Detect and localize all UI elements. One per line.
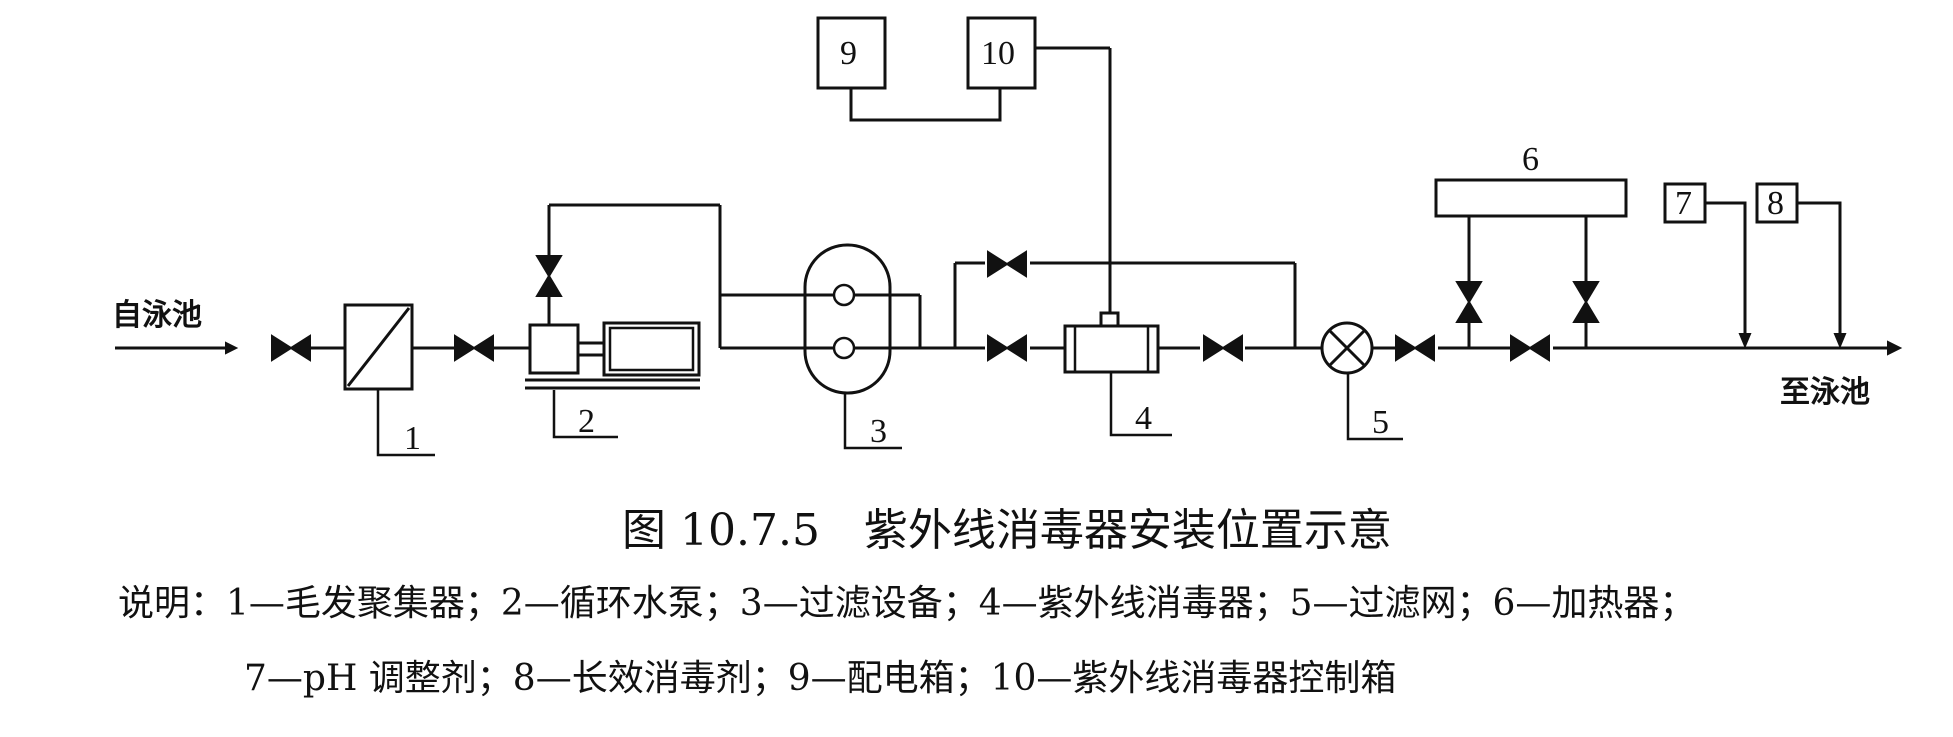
valve-uv-outlet-icon xyxy=(1203,334,1243,362)
uv-control-box: 10 xyxy=(966,16,1110,90)
valve-uv-inlet-icon xyxy=(987,334,1027,362)
valve-heater-out-icon xyxy=(1572,281,1600,323)
label-3: 3 xyxy=(870,413,887,450)
heater: 6 xyxy=(1434,141,1628,348)
valve-after-collector-icon xyxy=(454,334,494,362)
ph-dosing-box: 7 xyxy=(1663,182,1752,349)
label-2: 2 xyxy=(578,403,595,440)
label-6: 6 xyxy=(1522,141,1539,178)
valve-bypass-top-icon xyxy=(987,250,1027,278)
label-7: 7 xyxy=(1675,185,1692,222)
circulation-pump: 2 xyxy=(525,203,722,440)
label-8: 8 xyxy=(1767,185,1784,222)
valve-pump-bypass-icon xyxy=(535,255,563,297)
label-5: 5 xyxy=(1372,404,1389,441)
label-4: 4 xyxy=(1135,400,1152,437)
uv-sterilizer: 4 xyxy=(1063,48,1172,437)
hair-collector: 1 xyxy=(343,303,435,457)
figure-caption: 图 10.7.5 紫外线消毒器安装位置示意 xyxy=(622,505,1392,556)
inlet-arrow-icon xyxy=(225,341,239,355)
outlet-label: 至泳池 xyxy=(1780,375,1870,410)
power-distribution-box: 9 xyxy=(816,16,1002,122)
label-9: 9 xyxy=(840,35,857,72)
valve-after-strainer-icon xyxy=(1395,334,1435,362)
legend-line-2: 7—pH 调整剂；8—长效消毒剂；9—配电箱；10—紫外线消毒器控制箱 xyxy=(244,658,1396,699)
strainer: 5 xyxy=(1320,321,1403,441)
inlet-label: 自泳池 xyxy=(112,298,202,333)
valve-heater-bypass-icon xyxy=(1510,334,1550,362)
label-1: 1 xyxy=(404,420,421,457)
valve-inlet-icon xyxy=(271,334,311,362)
label-10: 10 xyxy=(981,35,1015,72)
valve-heater-in-icon xyxy=(1455,281,1483,323)
filter-unit: 3 xyxy=(803,243,902,450)
disinfectant-dosing-box: 8 xyxy=(1755,182,1847,349)
legend-line-1: 说明：1—毛发聚集器；2—循环水泵；3—过滤设备；4—紫外线消毒器；5—过滤网；… xyxy=(118,583,1695,624)
